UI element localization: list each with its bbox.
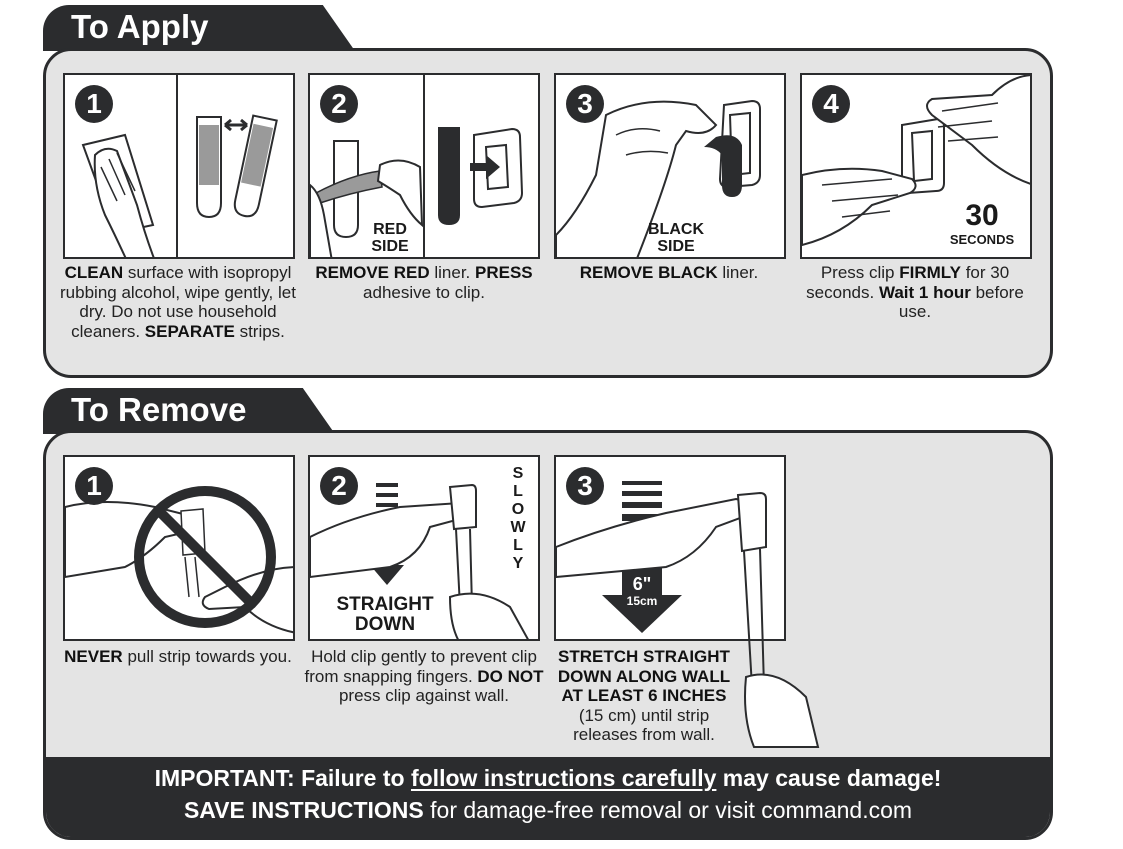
apply-step-3-panel: 3 BLACK SIDE: [554, 73, 786, 259]
step-number: 1: [75, 85, 113, 123]
remove-step-1-caption: NEVER pull strip towards you.: [58, 647, 298, 667]
caption-segment: REMOVE RED: [315, 263, 430, 282]
caption-segment: Hold clip gently to prevent clip from sn…: [304, 647, 537, 686]
warning-suffix: may cause damage!: [716, 765, 942, 791]
step-number: 2: [320, 467, 358, 505]
separate-arrow-icon: [224, 118, 248, 132]
distance-inches: 6": [632, 574, 652, 594]
caption-segment: press clip against wall.: [338, 686, 510, 705]
apply-step-1-caption: CLEAN surface with isopropyl rubbing alc…: [58, 263, 298, 341]
stretch-down-illustration: [555, 481, 820, 748]
caption-segment: (15 cm) until strip releases from wall.: [573, 705, 715, 745]
apply-step-3-caption: REMOVE BLACK liner.: [549, 263, 789, 283]
down-arrow-icon: [370, 565, 404, 585]
remove-step-3-caption: STRETCH STRAIGHT DOWN ALONG WALL AT LEAS…: [549, 647, 739, 745]
timer-unit: SECONDS: [949, 232, 1015, 247]
caption-segment: Press clip: [820, 263, 900, 282]
caption-segment: NEVER: [64, 647, 123, 666]
caption-segment: before use.: [898, 282, 1024, 322]
straight-down-illustration: [310, 483, 529, 639]
remove-red-liner-illustration: [310, 75, 524, 257]
caption-segment: REMOVE BLACK: [579, 263, 718, 282]
caption-segment: FIRMLY: [899, 263, 961, 282]
apply-section-title: To Apply: [43, 5, 311, 51]
remove-black-liner-illustration: [556, 99, 761, 257]
warning-prefix: IMPORTANT: Failure to: [154, 765, 411, 791]
caption-segment: Wait 1 hour: [878, 282, 971, 302]
step-number: 2: [320, 85, 358, 123]
remove-step-1-panel: 1: [63, 455, 295, 641]
remove-section-title: To Remove: [43, 388, 291, 434]
step-number: 1: [75, 467, 113, 505]
caption-segment: STRETCH STRAIGHT DOWN ALONG WALL AT LEAS…: [557, 647, 731, 705]
caption-segment: for 30 seconds.: [806, 263, 1010, 302]
cleaning-illustration: [81, 75, 278, 257]
strip-right: [233, 114, 278, 218]
caption-segment: PRESS: [475, 263, 533, 282]
important-footer: IMPORTANT: Failure to follow instruction…: [46, 757, 1050, 837]
down-arrow-icon: [602, 595, 682, 633]
save-instructions: SAVE INSTRUCTIONS for damage-free remova…: [46, 797, 1050, 824]
caption-segment: liner.: [429, 263, 475, 282]
apply-step-2-panel: 2 RED SIDE: [308, 73, 540, 259]
black-side-label: BLACK SIDE: [648, 221, 704, 255]
straight-down-label: STRAIGHT DOWN: [336, 594, 434, 635]
caption-segment: adhesive to clip.: [363, 282, 485, 302]
press-arrow-icon: [470, 155, 500, 179]
caption-segment: DO NOT: [477, 666, 544, 686]
apply-step-4-caption: Press clip FIRMLY for 30 seconds. Wait 1…: [795, 263, 1035, 322]
strip-left: [196, 116, 222, 219]
caption-segment: surface with isopropyl rubbing alcohol, …: [60, 263, 296, 341]
slowly-label: SLOWLY: [510, 465, 526, 572]
apply-step-1-panel: 1: [63, 73, 295, 259]
step-number: 3: [566, 467, 604, 505]
timer-value: 30: [965, 199, 999, 232]
remove-step-3-panel: 3 6" 15cm: [554, 455, 820, 748]
caption-segment: strips.: [234, 321, 285, 341]
save-instructions-rest: for damage-free removal or visit command…: [423, 797, 913, 823]
remove-step-2-caption: Hold clip gently to prevent clip from sn…: [304, 647, 544, 706]
caption-segment: liner.: [717, 263, 759, 282]
never-pull-illustration: [65, 486, 293, 634]
warning-underlined: follow instructions carefully: [410, 765, 717, 791]
press-firmly-illustration: [802, 75, 1030, 247]
distance-cm: 15cm: [626, 594, 658, 608]
prohibited-icon: [134, 486, 276, 628]
remove-step-2-panel: 2 STRAIGHT DOWN SLOWLY: [308, 455, 540, 641]
red-side-label: RED SIDE: [371, 221, 409, 255]
caption-segment: CLEAN: [64, 263, 124, 282]
important-warning: IMPORTANT: Failure to follow instruction…: [46, 765, 1050, 792]
caption-segment: pull strip towards you.: [122, 647, 292, 666]
caption-segment: SEPARATE: [144, 321, 235, 341]
step-number: 4: [812, 85, 850, 123]
apply-step-4-panel: 4 30 SECONDS: [800, 73, 1032, 259]
step-number: 3: [566, 85, 604, 123]
save-instructions-bold: SAVE INSTRUCTIONS: [183, 797, 424, 823]
apply-step-2-caption: REMOVE RED liner. PRESS adhesive to clip…: [304, 263, 544, 302]
